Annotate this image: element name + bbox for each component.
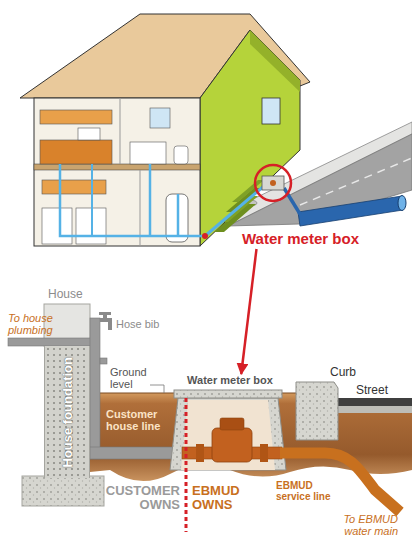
- house-plumbing: [91, 164, 93, 236]
- meter-box-top: [270, 180, 276, 186]
- curb: [296, 382, 338, 440]
- house: [150, 108, 170, 128]
- customer-house-line: [90, 447, 184, 459]
- house: [40, 110, 112, 124]
- water-main: [298, 196, 406, 227]
- house-plumbing: [177, 194, 180, 236]
- house: [250, 30, 300, 92]
- house: [262, 98, 280, 124]
- part-label: Hose bib: [116, 318, 176, 330]
- water-meter: [196, 444, 204, 462]
- customer-house-line: [8, 318, 184, 459]
- house: [42, 180, 106, 194]
- water-main: [398, 196, 406, 211]
- street-section: [338, 406, 412, 413]
- house: [140, 170, 141, 246]
- node-text: House foundation: [60, 357, 75, 468]
- customer-house-line: [100, 358, 107, 364]
- house: [78, 128, 100, 140]
- part-label: Curb: [330, 366, 370, 379]
- pipe-label: Customer house line: [106, 408, 178, 432]
- house: [130, 142, 166, 164]
- house-plumbing: [205, 186, 264, 236]
- meter-box-top: [255, 165, 291, 201]
- hose-bib: [99, 312, 111, 315]
- house: [20, 14, 310, 246]
- ownership-label: CUSTOMER OWNS: [98, 484, 180, 513]
- curb: [296, 382, 338, 440]
- meter-box-section: [181, 400, 275, 470]
- house-plumbing: [60, 164, 300, 239]
- direction-label: To EBMUD water main: [318, 513, 398, 537]
- house-plumbing: [60, 164, 205, 236]
- meter-box-top: [262, 176, 284, 190]
- part-label: Street: [356, 384, 406, 397]
- meter-box-section: [174, 390, 282, 398]
- ownership-divider: [186, 398, 187, 532]
- part-label: House: [48, 288, 108, 301]
- hose-bib: [99, 312, 111, 330]
- house: [120, 98, 121, 164]
- water-meter: [212, 428, 252, 462]
- house-plumbing: [202, 233, 208, 239]
- customer-house-line: [90, 318, 100, 459]
- node-text: Water meter box: [174, 374, 286, 387]
- water-meter: [260, 444, 268, 462]
- customer-house-line: [8, 338, 98, 346]
- meter-box-top: [255, 165, 291, 201]
- soil: [150, 385, 164, 393]
- water-main: [298, 196, 403, 226]
- water-meter: [182, 418, 282, 462]
- water-meter: [220, 418, 244, 430]
- meter-box: Water meter box: [174, 374, 286, 470]
- house-foundation: House foundation: [44, 346, 90, 478]
- node-text: Water meter box: [242, 229, 387, 249]
- house: [42, 208, 72, 244]
- callout-label: Water meter box: [242, 229, 387, 249]
- ownership-label: EBMUD OWNS: [192, 484, 262, 513]
- street-section: [338, 398, 412, 406]
- callout-arrow: [241, 249, 256, 374]
- house-plumbing: [149, 164, 152, 236]
- house: [40, 140, 112, 164]
- part-label: Ground level: [110, 366, 155, 390]
- ownership-divider: [185, 398, 188, 532]
- house: [174, 146, 188, 164]
- house-wall: [22, 476, 104, 506]
- hose-bib: [100, 320, 110, 330]
- direction-label: To house plumbing: [8, 312, 68, 336]
- house-plumbing: [284, 188, 300, 214]
- house: [200, 30, 300, 246]
- pipe-label: EBMUD service line: [276, 480, 342, 502]
